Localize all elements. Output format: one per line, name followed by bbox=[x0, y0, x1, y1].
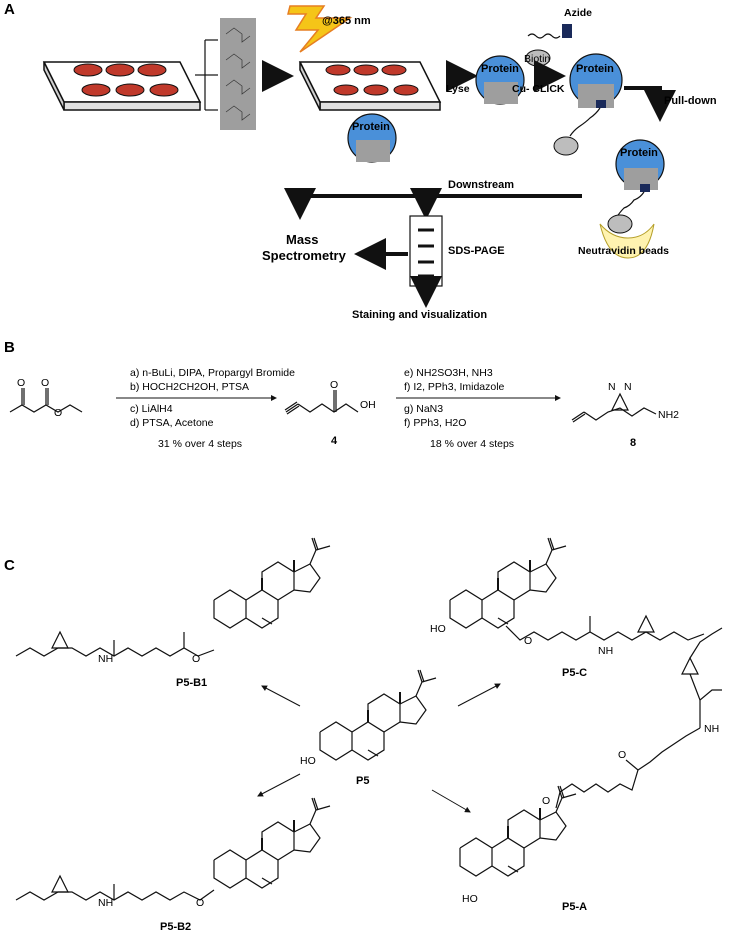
step-b: b) HOCH2CH2OH, PTSA bbox=[130, 381, 249, 393]
compound-8-nh2: NH2 bbox=[658, 409, 679, 421]
svg-text:O: O bbox=[618, 749, 626, 761]
svg-text:HO: HO bbox=[462, 893, 478, 905]
beads-label: Neutravidin beads bbox=[578, 245, 669, 257]
downstream-label: Downstream bbox=[448, 179, 514, 191]
p5-b2-label: P5-B2 bbox=[160, 921, 191, 933]
compound-p5-b2 bbox=[15, 797, 331, 901]
step-e: e) NH2SO3H, NH3 bbox=[404, 367, 493, 379]
mass-spec-label-2: Spectrometry bbox=[262, 248, 347, 263]
protein-on-beads: Protein bbox=[599, 139, 665, 259]
pulldown-arrow bbox=[624, 86, 676, 122]
compound-p5-c bbox=[449, 537, 705, 641]
well-plate-left bbox=[42, 61, 202, 111]
step-h: f) PPh3, H2O bbox=[404, 417, 466, 429]
p5-c-label: P5-C bbox=[562, 667, 587, 679]
svg-text:NH: NH bbox=[598, 645, 613, 657]
svg-text:HO: HO bbox=[300, 755, 316, 767]
compound-8-label: 8 bbox=[630, 437, 636, 449]
step-f: f) I2, PPh3, Imidazole bbox=[404, 381, 505, 393]
p5-b1-label: P5-B1 bbox=[176, 677, 207, 689]
panel-c-label: C bbox=[4, 557, 15, 574]
staining-label: Staining and visualization bbox=[352, 309, 487, 321]
compound-4-label: 4 bbox=[331, 435, 338, 447]
compound-p5-a bbox=[459, 627, 723, 877]
svg-text:NH: NH bbox=[98, 653, 113, 665]
svg-text:NH: NH bbox=[704, 723, 719, 735]
pulldown-label: Pull-down bbox=[664, 95, 717, 107]
compound-4-structure bbox=[284, 390, 359, 415]
svg-text:NH: NH bbox=[98, 897, 113, 909]
step-d: d) PTSA, Acetone bbox=[130, 417, 214, 429]
svg-text:Protein: Protein bbox=[576, 63, 614, 75]
biotin-label: Biotin bbox=[524, 53, 550, 65]
p5-label: P5 bbox=[356, 775, 369, 787]
panel-b-label: B bbox=[4, 339, 15, 356]
svg-text:Protein: Protein bbox=[620, 147, 658, 159]
azide-label: Azide bbox=[564, 7, 592, 19]
compound-p5-b1 bbox=[15, 537, 331, 657]
compound-8-structure bbox=[571, 392, 657, 423]
uv-light-icon bbox=[287, 5, 353, 53]
svg-text:O: O bbox=[524, 635, 532, 647]
svg-text:HO: HO bbox=[430, 623, 446, 635]
step-c: c) LiAlH4 bbox=[130, 403, 173, 415]
step-g: g) NaN3 bbox=[404, 403, 443, 415]
sds-page-label: SDS-PAGE bbox=[448, 245, 505, 257]
svg-text:N: N bbox=[608, 381, 616, 393]
svg-text:O: O bbox=[542, 795, 550, 807]
uv-wavelength: @365 nm bbox=[322, 15, 371, 27]
p5-a-label: P5-A bbox=[562, 901, 587, 913]
svg-text:O: O bbox=[330, 379, 338, 391]
svg-text:O: O bbox=[17, 377, 25, 389]
protein-clicked: Protein bbox=[553, 53, 623, 156]
yield-2: 18 % over 4 steps bbox=[430, 438, 514, 450]
click-label: Cu- CLICK bbox=[512, 83, 565, 95]
starting-material bbox=[9, 388, 83, 413]
mass-spec-label-1: Mass bbox=[286, 232, 319, 247]
svg-text:N: N bbox=[624, 381, 632, 393]
svg-text:O: O bbox=[192, 653, 200, 665]
azide-icon bbox=[562, 24, 572, 38]
svg-text:O: O bbox=[54, 407, 62, 419]
svg-text:Protein: Protein bbox=[481, 63, 519, 75]
svg-text:O: O bbox=[196, 897, 204, 909]
protein-labeled: Protein bbox=[475, 55, 525, 105]
step-a: a) n-BuLi, DIPA, Propargyl Bromide bbox=[130, 367, 295, 379]
compound-p5 bbox=[319, 669, 437, 761]
svg-text:Protein: Protein bbox=[352, 121, 390, 133]
svg-text:O: O bbox=[41, 377, 49, 389]
probe-structures-strip bbox=[220, 18, 256, 130]
compound-4-oh: OH bbox=[360, 399, 376, 411]
probe-bracket bbox=[195, 39, 218, 111]
yield-1: 31 % over 4 steps bbox=[158, 438, 242, 450]
well-plate-right bbox=[298, 61, 442, 111]
azide-linker bbox=[527, 33, 561, 39]
panel-a-label: A bbox=[4, 1, 15, 18]
lyse-label: Lyse bbox=[446, 83, 470, 95]
protein-probe-complex: Protein bbox=[347, 113, 397, 163]
